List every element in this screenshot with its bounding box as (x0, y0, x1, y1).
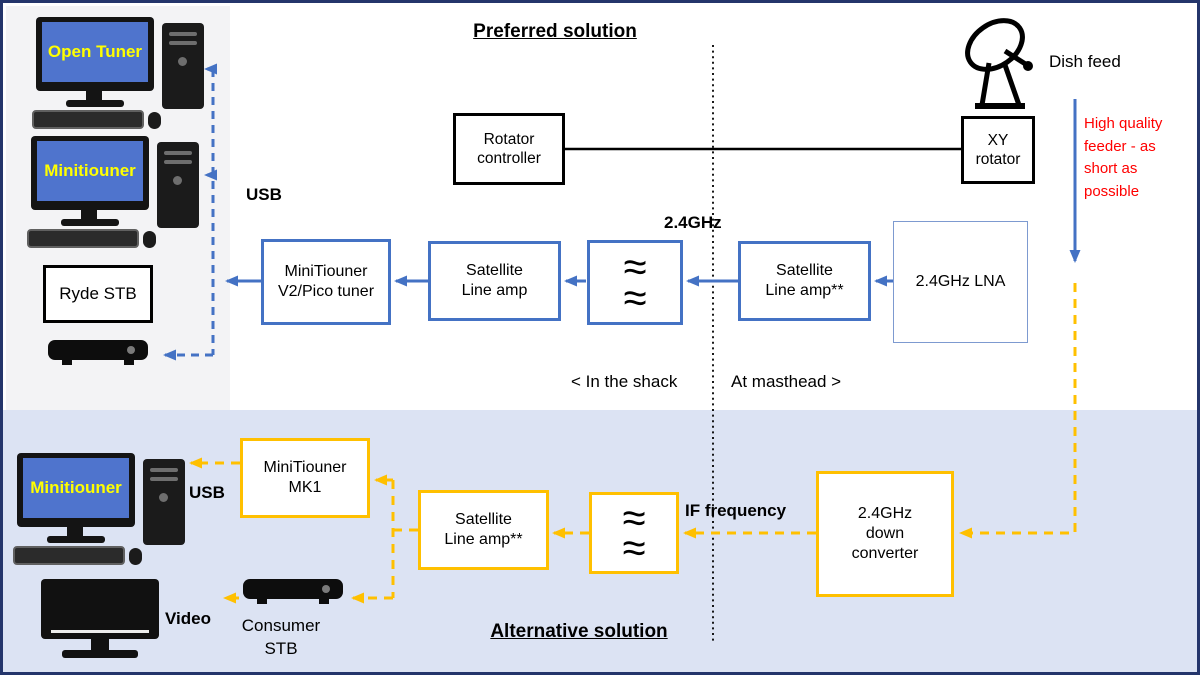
block-label: Ryde STB (59, 284, 137, 304)
tv-monitor-icon (41, 579, 159, 658)
in-shack-label: < In the shack (571, 372, 678, 391)
mouse-icon (143, 231, 156, 248)
block-xy-rotator: XY rotator (961, 116, 1035, 184)
stb-body (243, 579, 343, 599)
block-label: Rotator controller (477, 130, 541, 167)
screen-label: Minitiouner (23, 458, 129, 518)
minitiouner-computer-icon-alt: Minitiouner (13, 453, 217, 568)
stb-foot (124, 360, 134, 365)
satellite-dish-icon (961, 11, 1045, 115)
monitor-base (66, 100, 124, 107)
feeder-note: High quality feeder - as short as possib… (1084, 115, 1163, 200)
monitor-icon: Open Tuner (36, 17, 154, 91)
block-label: Satellite Line amp** (444, 511, 523, 548)
monitor-stand (86, 91, 102, 100)
mouse-icon (129, 548, 142, 565)
pc-tower-icon (143, 459, 185, 545)
block-ryde-stb: Ryde STB (43, 265, 153, 323)
stb-body (48, 340, 148, 360)
connector-lines-svg (163, 45, 1081, 641)
at-masthead-label: At masthead > (731, 372, 842, 391)
monitor-icon: Minitiouner (17, 453, 135, 527)
feeder-line-yellow (959, 283, 1077, 539)
usb-label-bottom: USB (189, 483, 225, 502)
pc-tower-icon (162, 23, 204, 109)
consumer-set-top-box-icon (243, 579, 343, 604)
block-minitiouner-mk1: MiniTiouner MK1 (240, 438, 370, 518)
mouse-icon (148, 112, 161, 129)
keyboard-icon (32, 110, 144, 129)
pc-tower-icon (157, 142, 199, 228)
block-line-amp-shack: Satellite Line amp (428, 241, 561, 321)
monitor-icon: Minitiouner (31, 136, 149, 210)
block-label: 2.4GHz down converter (851, 505, 919, 562)
tv-screen (41, 579, 159, 639)
block-rotator-controller: Rotator controller (453, 113, 565, 185)
consumer-stb-label: Consumer STB (241, 616, 321, 658)
block-label: Satellite Line amp** (765, 262, 844, 299)
stb-foot (257, 599, 267, 604)
block-line-amp-masthead: Satellite Line amp** (738, 241, 871, 321)
if-frequency-label: IF frequency (685, 501, 787, 520)
preferred-solution-title: Preferred solution (473, 21, 637, 42)
block-minitiouner-v2: MiniTiouner V2/Pico tuner (261, 239, 391, 325)
monitor-base (61, 219, 119, 226)
alternative-solution-title: Alternative solution (490, 621, 668, 642)
usb-label-top: USB (246, 185, 282, 204)
keyboard-icon (13, 546, 125, 565)
screen-label: Open Tuner (42, 22, 148, 82)
dish-feed-label: Dish feed (1049, 52, 1121, 71)
block-line-amp-alt: Satellite Line amp** (418, 490, 549, 570)
monitor-stand (81, 210, 97, 219)
ryde-set-top-box-icon (48, 340, 148, 365)
keyboard-icon (27, 229, 139, 248)
block-bandpass-filter-alt: ≈ ≈ (589, 492, 679, 574)
monitor-stand (67, 527, 83, 536)
frequency-2-4ghz-label: 2.4GHz (664, 213, 722, 232)
block-bandpass-filter-top: ≈ ≈ (587, 240, 683, 325)
monitor-base (47, 536, 105, 543)
tv-base (62, 650, 138, 658)
video-label: Video (165, 609, 211, 628)
block-label: MiniTiouner MK1 (263, 459, 347, 496)
open-tuner-computer-icon: Open Tuner (32, 17, 236, 132)
filter-icon: ≈ ≈ (623, 243, 647, 321)
block-label: 2.4GHz LNA (915, 273, 1006, 290)
stb-foot (319, 599, 329, 604)
block-label: Satellite Line amp (461, 262, 528, 299)
block-label: XY rotator (975, 131, 1021, 168)
stb-foot (62, 360, 72, 365)
block-label: MiniTiouner V2/Pico tuner (277, 263, 375, 300)
tv-stand (91, 639, 109, 650)
filter-icon: ≈ ≈ (622, 493, 646, 571)
screen-label: Minitiouner (37, 141, 143, 201)
block-lna: 2.4GHz LNA (893, 221, 1028, 343)
minitiouner-computer-icon-top: Minitiouner (27, 136, 231, 251)
block-down-converter: 2.4GHz down converter (816, 471, 954, 597)
